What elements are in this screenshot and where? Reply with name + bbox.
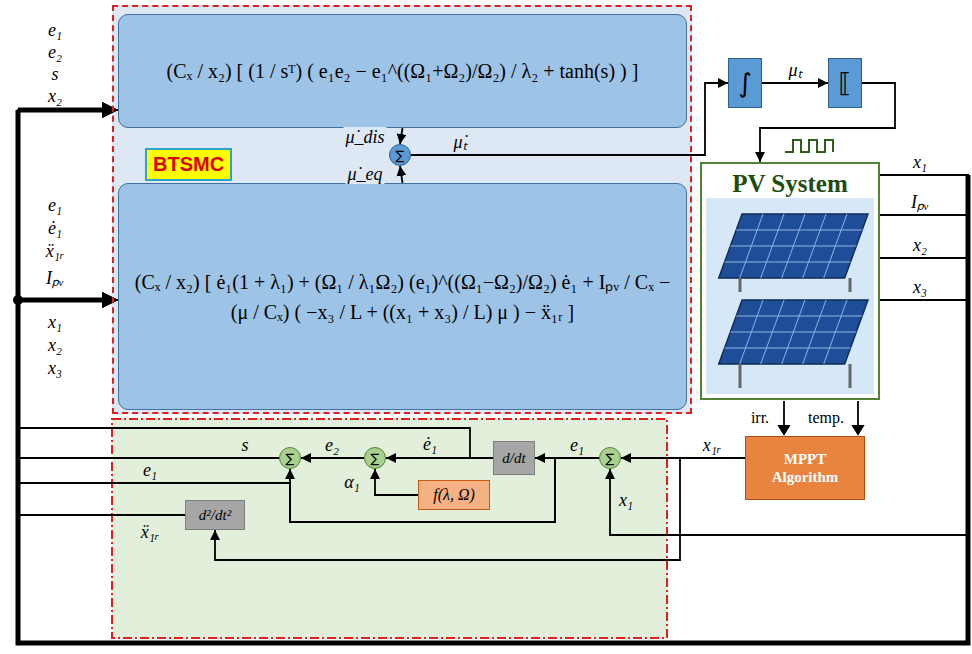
node-text: PV System [732,170,848,198]
signal-label: μ̇_dis [343,127,386,147]
sum-junction: ∑ [599,447,621,469]
signal-bus [18,110,968,643]
controller-ground [112,5,692,414]
signal-name: x₂ [46,335,64,355]
signal-name: e₁ [46,195,64,215]
node-text: ∑ [286,452,295,465]
node-text: ⟦ [839,70,852,96]
signal-wire [301,457,364,459]
pv-output-wires [880,215,968,300]
derivative-block: d²/dt² [185,500,245,530]
signal-wire [215,458,745,560]
solar-panel [719,214,868,278]
node-text: ∑ [606,452,615,465]
signal-label: e₂ [323,435,341,455]
signal-label: x₁ᵣ [701,435,724,455]
node-text: (Cₓ / x₂) [ ė₁(1 + λ₁) + (Ω₁ / λ₁Ω₂) (e₁… [133,267,672,327]
node-text: ∑ [371,452,380,465]
pv-sky [706,198,874,394]
signal-label: e₁ [141,460,159,480]
error-region [112,419,667,638]
signal-label: ẍ₁ᵣ [139,522,162,542]
signal-name: Iₚᵥ [909,192,931,212]
signal-name: x₂ [911,235,929,255]
signal-name: x₁ [911,152,929,172]
node-text: MPPT Algorithm [750,450,860,486]
signal-wire [762,82,828,84]
signal-label: μ̇ₜ [451,132,468,152]
function-block: f(λ, Ω) [418,480,490,510]
sum-junction: ∑ [364,447,386,469]
signal-wire [18,175,968,643]
region-title: BTSMC [145,148,232,181]
signal-name: x₃ [911,277,929,297]
signal-wire [400,128,403,144]
panel-legs [740,278,850,388]
signal-wire [290,458,599,522]
signal-name: e₂ [46,42,64,62]
signal-name: ẍ₁ᵣ [44,241,67,261]
signal-label: x₁ [617,490,635,510]
signal-name: x₂ [46,86,64,106]
pv-system-box: PV System [700,162,880,400]
signal-name: Iₚᵥ [44,268,66,288]
signal-label: μₜ [786,60,803,80]
signal-name: s [49,64,60,84]
signal-wire [400,166,403,183]
sum-junction: ∑ [279,447,301,469]
node-text: ∑ [396,149,405,162]
sum-junction: ∑ [389,144,411,166]
signal-name: temp. [806,409,846,427]
node-text: ∫ [738,70,752,96]
derivative-block: d/dt [493,441,535,475]
node-text: d/dt [502,450,525,467]
signal-label: e₁ [568,435,586,455]
signal-label: s [239,435,250,455]
node-text: d²/dt² [199,507,231,524]
controller-region: BTSMC (Cₓ / x₂) [ (1 / sᵀ) ( e₁e₂ − e₁^((… [112,5,692,414]
signal-label: μ̇_eq [345,164,384,184]
signal-name: x₁ [46,312,64,332]
solar-panel [719,300,868,364]
input-arrows [779,401,863,434]
pv-ground [700,162,880,400]
node-text: f(λ, Ω) [433,486,475,504]
signal-name: ė₁ [46,218,64,238]
integrator-block: ∫ [728,58,762,108]
signal-name: e₁ [46,20,64,40]
signal-name: irr. [749,409,771,427]
signal-wire [18,110,968,643]
node-text: (Cₓ / x₂) [ (1 / sᵀ) ( e₁e₂ − e₁^((Ω₁+Ω₂… [167,56,639,86]
signal-label: α₁ [342,472,362,492]
formula-box: (Cₓ / x₂) [ (1 / sᵀ) ( e₁e₂ − e₁^((Ω₁+Ω₂… [118,14,687,128]
signal-label: ė₁ [421,434,439,454]
pwm-block: ⟦ [828,58,862,108]
mppt-box: MPPT Algorithm [745,436,865,500]
pwm-waveform [785,140,833,152]
signal-name: x₃ [46,358,64,378]
signal-wire [375,469,418,495]
formula-box: (Cₓ / x₂) [ ė₁(1 + λ₁) + (Ω₁ / λ₁Ω₂) (e₁… [118,183,687,410]
